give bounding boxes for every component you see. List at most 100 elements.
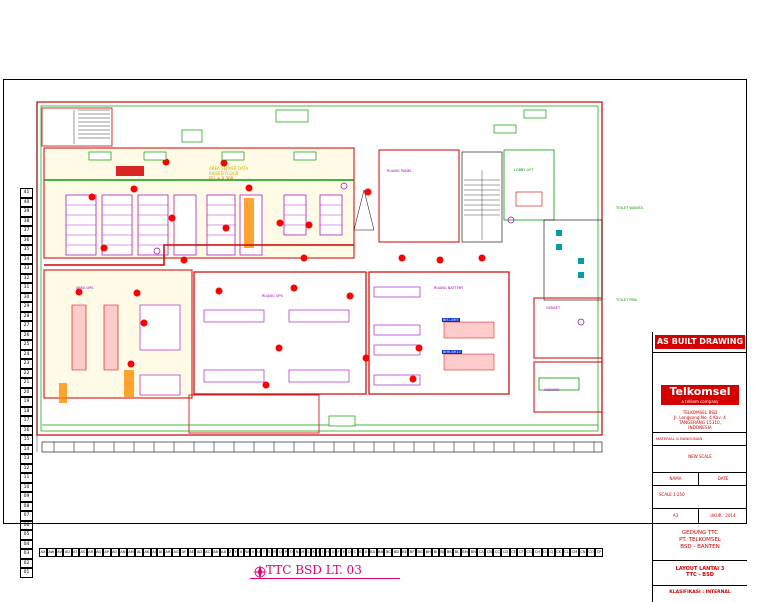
grid-column-label: AM bbox=[126, 548, 136, 557]
rack-label-2: BH6-BH10 bbox=[442, 350, 462, 354]
grid-column-label: BL bbox=[453, 548, 461, 557]
grid-row-label: 20 bbox=[20, 387, 33, 397]
room-label-ruang-ups: RUANG UPS bbox=[262, 294, 283, 298]
grid-row-label: 32 bbox=[20, 273, 33, 283]
grid-column-label: CJ bbox=[548, 548, 555, 557]
grid-row-label: 21 bbox=[20, 378, 33, 388]
grid-row-label: 18 bbox=[20, 406, 33, 416]
floor-plan bbox=[36, 101, 603, 453]
grid-row-label: 36 bbox=[20, 235, 33, 245]
paper-cell: A3 UKUR : 2014 bbox=[653, 508, 747, 523]
telkomsel-logo: Telkomsel a telkom company bbox=[661, 385, 739, 405]
grid-row-label: 28 bbox=[20, 311, 33, 321]
grid-row-label: 39 bbox=[20, 207, 33, 217]
logo-cell: Telkomsel a telkom company TELKOMSEL BSD… bbox=[653, 352, 747, 433]
grid-row-label: 34 bbox=[20, 254, 33, 264]
grid-column-label: CF bbox=[517, 548, 526, 557]
grid-column-label: AN bbox=[118, 548, 127, 557]
grid-row-label: 12 bbox=[20, 463, 33, 473]
grid-row-label: 33 bbox=[20, 264, 33, 274]
grid-column-label: BG bbox=[415, 548, 425, 557]
rack-label-1: BH1-BH5 bbox=[442, 318, 460, 322]
grid-column-label: BA bbox=[368, 548, 377, 557]
grid-column-label: AP bbox=[102, 548, 111, 557]
room-label-ruang-panel: RUANG PANEL bbox=[387, 169, 412, 173]
title-block: AS BUILT DRAWING Telkomsel a telkom comp… bbox=[652, 332, 747, 602]
grid-row-label: 22 bbox=[20, 368, 33, 378]
grid-column-label: BD bbox=[392, 548, 401, 557]
grid-row-label: 03 bbox=[20, 549, 33, 559]
grid-column-label: CD bbox=[501, 548, 510, 557]
grid-row-label: 15 bbox=[20, 435, 33, 445]
grid-column-label: CE bbox=[509, 548, 518, 557]
plan-title: TTC BSD LT. 03 bbox=[266, 563, 362, 577]
room-label-lobby: LOBBY LIFT bbox=[514, 168, 534, 172]
grid-column-label: AE bbox=[187, 548, 196, 557]
grid-column-label: BB bbox=[376, 548, 385, 557]
grid-row-label: 13 bbox=[20, 454, 33, 464]
grid-column-label: AW bbox=[46, 548, 56, 557]
grid-column-label: BM bbox=[460, 548, 470, 557]
grid-column-label: AC bbox=[203, 548, 212, 557]
grid-row-label: 30 bbox=[20, 292, 33, 302]
grid-row-label: 10 bbox=[20, 482, 33, 492]
grid-column-label: AA bbox=[219, 548, 228, 557]
grid-row-label: 08 bbox=[20, 501, 33, 511]
grid-column-label: AS bbox=[78, 548, 87, 557]
grid-row-label: 02 bbox=[20, 558, 33, 568]
grid-column-label: AF bbox=[180, 548, 188, 557]
grid-column-label: CO bbox=[586, 548, 596, 557]
grid-column-label: AV bbox=[55, 548, 64, 557]
grid-row-label: 11 bbox=[20, 473, 33, 483]
as-built-heading: AS BUILT DRAWING bbox=[655, 335, 745, 349]
grid-column-label: BF bbox=[408, 548, 416, 557]
grid-row-label: 38 bbox=[20, 216, 33, 226]
grid-row-label: 37 bbox=[20, 226, 33, 236]
grid-column-label: CK bbox=[554, 548, 563, 557]
grid-column-label: AK bbox=[142, 548, 151, 557]
grid-row-label: 29 bbox=[20, 302, 33, 312]
room-label-area-ups: AREA UPS bbox=[76, 286, 94, 290]
layout-title-cell: LAYOUT LANTAI 3 TTC - BSD bbox=[653, 560, 747, 585]
room-label-genset: GENSET bbox=[546, 306, 561, 310]
grid-column-label: AB bbox=[211, 548, 220, 557]
grid-column-label: CA bbox=[477, 548, 486, 557]
plan-title-underline bbox=[250, 578, 400, 579]
grid-column-label: CB bbox=[485, 548, 494, 557]
owner-cell: MATERIAL & BANGUNAN bbox=[653, 432, 747, 445]
classification-cell: KLASIFIKASI : INTERNAL bbox=[653, 585, 747, 602]
grid-column-label: CM bbox=[570, 548, 579, 557]
grid-column-label: CC bbox=[493, 548, 502, 557]
project-cell: GEDUNG TTC PT. TELKOMSEL BSD - BANTEN bbox=[653, 523, 747, 560]
grid-column-label: CH bbox=[533, 548, 542, 557]
grid-row-label: 23 bbox=[20, 359, 33, 369]
grid-row-label: 19 bbox=[20, 397, 33, 407]
room-label-ruang-batre: RUANG BATTERY bbox=[434, 286, 464, 290]
grid-column-label: BN bbox=[469, 548, 478, 557]
grid-column-label: BH bbox=[424, 548, 433, 557]
grid-column-label: AR bbox=[86, 548, 95, 557]
grid-row-label: 01 bbox=[20, 568, 33, 578]
grid-column-label: CI bbox=[541, 548, 549, 557]
grid-column-label: AT bbox=[71, 548, 79, 557]
grid-row-label: 16 bbox=[20, 425, 33, 435]
grid-column-label: AH bbox=[163, 548, 172, 557]
grid-row-label: 24 bbox=[20, 349, 33, 359]
north-arrow-icon bbox=[253, 565, 267, 579]
grid-row-label: 40 bbox=[20, 197, 33, 207]
grid-column-label: AL bbox=[135, 548, 143, 557]
name-date-cell: NAMA DATE bbox=[653, 472, 747, 485]
grid-column-label: CG bbox=[525, 548, 534, 557]
grid-row-label: 04 bbox=[20, 539, 33, 549]
grid-row-label: 06 bbox=[20, 520, 33, 530]
grid-column-label: BC bbox=[384, 548, 393, 557]
grid-column-label: BE bbox=[400, 548, 409, 557]
room-label-gudang: GUDANG bbox=[544, 388, 560, 392]
date-cell: NEW SCALE bbox=[653, 445, 747, 472]
grid-row-label: 14 bbox=[20, 444, 33, 454]
grid-row-label: 41 bbox=[20, 188, 33, 198]
grid-column-label: AU bbox=[63, 548, 72, 557]
grid-column-label: AX bbox=[39, 548, 47, 557]
